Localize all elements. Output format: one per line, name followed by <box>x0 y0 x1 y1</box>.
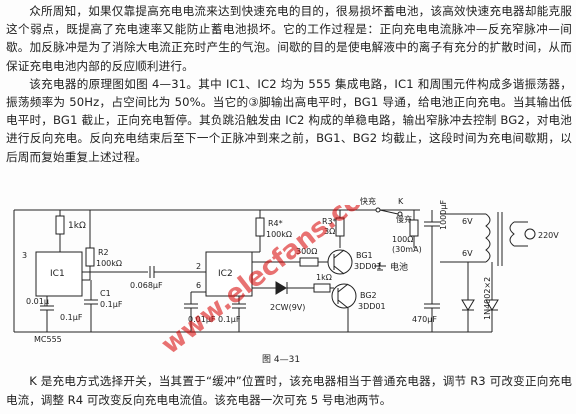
label-r-100: 100Ω <box>392 235 413 244</box>
label-pin2: 2 <box>196 262 201 271</box>
note-text: K 是充电方式选择开关，当其置于“缓冲”位置时，该充电器相当于普通充电器，调节 … <box>6 372 572 410</box>
label-k: K <box>398 197 404 206</box>
intro-paragraph-2: 该充电器的原理图如图 4—31。其中 IC1、IC2 均为 555 集成电路，I… <box>6 76 572 164</box>
label-c-001-b: 0.01μF <box>188 315 216 324</box>
label-bg2-type: 3DD01 <box>358 302 386 311</box>
transformer <box>485 212 515 266</box>
label-6v-a: 6V <box>462 217 473 226</box>
label-r3: R3* <box>322 217 337 226</box>
label-cap-470: 470μF <box>412 315 437 324</box>
label-r-1k: 1kΩ <box>68 221 86 231</box>
label-ic1: IC1 <box>50 269 65 279</box>
label-c-01-d: 0.1μF <box>60 313 83 322</box>
label-r-300: 300Ω <box>296 247 317 256</box>
label-ic2: IC2 <box>218 269 233 279</box>
label-6v-b: 6V <box>462 249 473 258</box>
resistor-r3 <box>335 210 345 248</box>
label-r-100-sub: (30mA) <box>392 245 422 254</box>
resistor-1k <box>55 210 65 248</box>
label-r-1k-b: 1kΩ <box>316 273 332 282</box>
label-zener: 2CW(9V) <box>270 303 305 312</box>
label-c-01-c: 0.1μF <box>218 315 241 324</box>
label-fast: 快充 <box>360 196 376 206</box>
transistor-bg2 <box>331 283 357 332</box>
label-slow: 慢充 <box>396 214 412 224</box>
label-bg2: BG2 <box>360 291 377 300</box>
capacitor-470 <box>424 288 440 332</box>
label-c-0068: 0.068μF <box>130 281 163 290</box>
resistor-r4 <box>252 210 265 253</box>
label-mc555: MC555 <box>34 335 62 344</box>
label-c-001: 0.01μ <box>26 297 49 306</box>
resistor-300 <box>299 257 319 267</box>
resistor-1k-b <box>313 283 331 293</box>
label-c1: C1 <box>100 289 111 298</box>
capacitor-1000 <box>424 210 440 246</box>
mains-plug <box>514 221 536 247</box>
label-bg1: BG1 <box>356 251 373 260</box>
label-mains: 220V <box>538 231 559 240</box>
label-r3-val: 3Ω <box>324 227 335 236</box>
resistor-r2 <box>85 210 95 280</box>
battery <box>374 262 386 271</box>
transistor-bg1 <box>327 249 353 275</box>
label-pin6: 6 <box>196 281 201 290</box>
label-cap-1000: 1000μF <box>439 200 448 230</box>
label-r2: R2 <box>98 248 109 257</box>
capacitor-001 <box>40 296 54 332</box>
figure-caption: 图 4—31 <box>262 354 300 365</box>
note-paragraph: K 是充电方式选择开关，当其置于“缓冲”位置时，该充电器相当于普通充电器，调节 … <box>6 374 572 407</box>
switch-k <box>375 207 403 217</box>
capacitor-0068 <box>149 266 155 278</box>
label-r2-val: 100kΩ <box>96 259 122 268</box>
capacitor-01-c <box>232 296 246 332</box>
ic2-chip <box>205 251 253 297</box>
label-r4: R4* <box>268 219 283 228</box>
resistor-100 <box>409 210 419 248</box>
diode-1 <box>461 299 475 311</box>
circuit-diagram: 1kΩ R2 100kΩ IC1 3 0.01μ MC555 C1 0.1μF … <box>13 196 559 365</box>
label-diodes: 1N4002×2 <box>483 277 492 320</box>
label-c1-val: 0.1μF <box>100 300 123 309</box>
intro-paragraph-1: 众所周知，如果仅靠提高充电电流来达到快速充电的目的，很易损坏蓄电池，该高效快速充… <box>6 4 572 73</box>
capacitor-c1 <box>84 280 98 332</box>
label-battery: 电池 <box>390 261 408 273</box>
label-bg1-type: 3DD01 <box>354 262 382 271</box>
ic1-chip <box>35 251 83 297</box>
capacitor-001-b <box>184 291 206 332</box>
label-pin3: 3 <box>22 251 27 260</box>
intro-text: 众所周知，如果仅靠提高充电电流来达到快速充电的目的，很易损坏蓄电池，该高效快速充… <box>6 2 572 166</box>
zener-diode <box>275 281 288 295</box>
label-r4-val: 100kΩ <box>266 230 292 239</box>
